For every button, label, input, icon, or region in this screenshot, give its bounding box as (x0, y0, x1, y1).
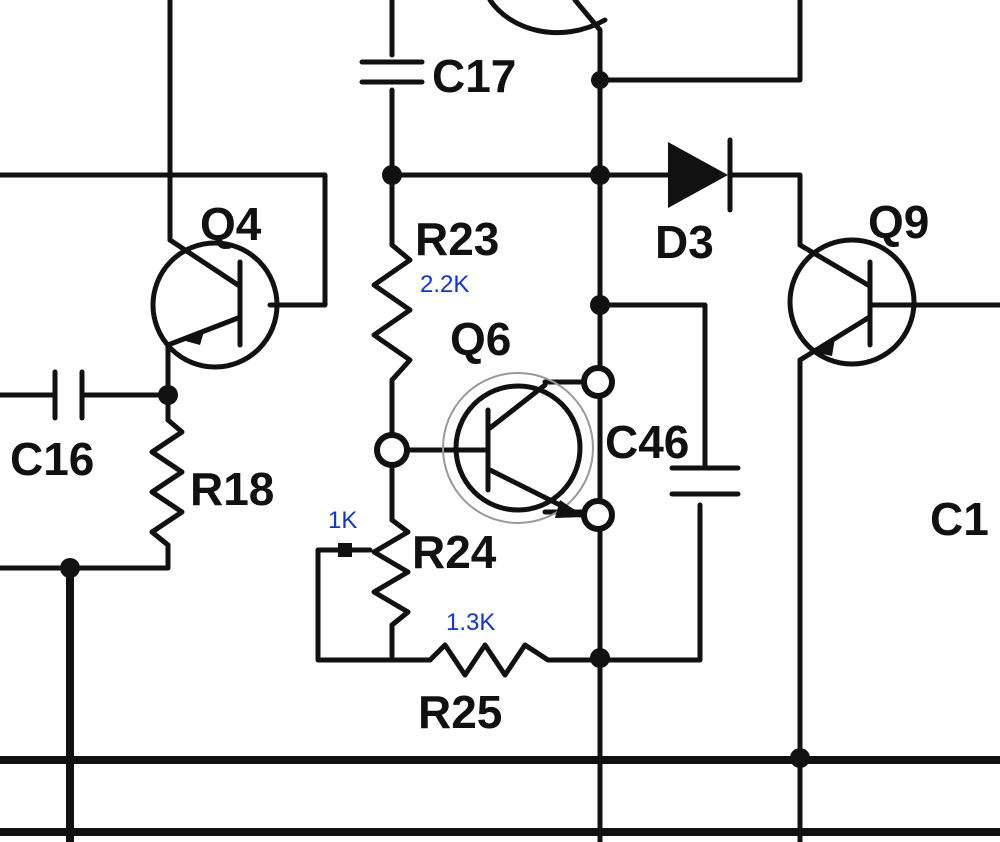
r23-label: R23 (415, 213, 499, 265)
c46-label: C46 (605, 416, 689, 468)
c16-label: C16 (10, 433, 94, 485)
c-partial-label: C1 (930, 493, 989, 545)
junctions (60, 71, 810, 768)
transistor-q6: Q6 (442, 313, 594, 524)
transistor-q9: Q9 (787, 196, 929, 367)
resistor-r18: R18 (149, 417, 274, 548)
resistor-r24: R24 1K (328, 507, 497, 628)
r25-label: R25 (418, 686, 502, 738)
r24-value: 1K (328, 507, 357, 534)
capacitor-c46: C46 (605, 416, 741, 497)
r25-value: 1.3K (446, 609, 495, 636)
capacitor-c17: C17 (359, 50, 516, 102)
resistor-r25: R25 1.3K (418, 609, 551, 738)
c17-label: C17 (432, 50, 516, 102)
transistor-q4: Q4 (150, 198, 280, 370)
transistor-top-partial (487, 0, 608, 36)
r24-label: R24 (412, 526, 497, 578)
r23-value: 2.2K (420, 271, 469, 298)
q4-label: Q4 (200, 198, 262, 250)
capacitor-c16: C16 (10, 369, 94, 485)
d3-label: D3 (655, 216, 714, 268)
r18-label: R18 (190, 463, 274, 515)
diode-d3: D3 (655, 137, 733, 268)
resistor-r23: R23 2.2K (371, 213, 499, 383)
q9-label: Q9 (868, 196, 929, 248)
q6-label: Q6 (450, 313, 511, 365)
